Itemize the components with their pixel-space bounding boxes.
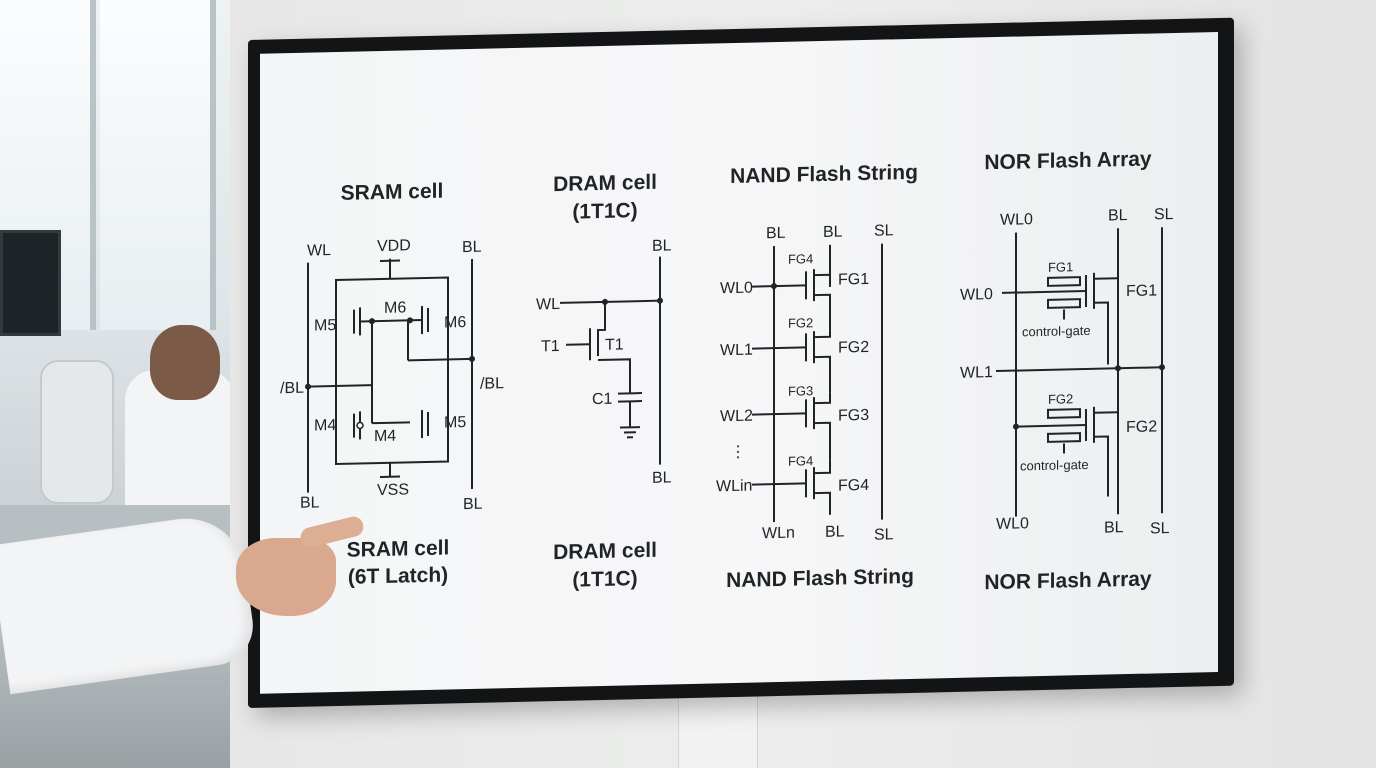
monitor: SRAM cell WL BL VDD [248, 17, 1234, 709]
sram-vss-label: VSS [377, 481, 409, 499]
nand-fg-small-label: FG2 [788, 315, 813, 331]
sram-m4-center: M4 [374, 428, 396, 446]
nor-bl-top: BL [1108, 207, 1128, 224]
sram-vdd-label: VDD [377, 237, 411, 255]
nand-wl-label: WL2 [720, 408, 753, 426]
nand-wln-bottom: WLn [762, 525, 795, 543]
nor-fg2-label: FG2 [1126, 418, 1157, 436]
nor-sl-bottom: SL [1150, 520, 1170, 537]
dram-wl-label: WL [536, 296, 560, 314]
dram-cell-diagram: DRAM cell (1T1C) BL WL T1 T1 C [536, 171, 672, 592]
nand-flash-diagram: NAND Flash String BL BL SL WL0 FG4 [716, 161, 918, 592]
nor-wl0-bottom: WL0 [996, 515, 1029, 533]
sram-m6-right: M6 [444, 314, 466, 332]
nand-bl-top-1: BL [766, 225, 786, 242]
nor-wl0-top: WL0 [1000, 211, 1033, 229]
nor-cell-1: FG1 control-gate WL0 FG1 [960, 259, 1157, 365]
dram-bl-top-label: BL [652, 237, 672, 254]
pointing-hand-icon [236, 538, 336, 616]
nor-wl1-label: WL1 [960, 364, 993, 382]
nor-wl0-mid: WL0 [960, 286, 993, 304]
dram-c1-label: C1 [592, 391, 613, 408]
nand-sl-bottom: SL [874, 526, 894, 543]
nand-fg-small-label: FG4 [788, 251, 813, 267]
nand-sl-top: SL [874, 222, 894, 239]
nand-fg-label: FG3 [838, 407, 869, 425]
microscope [40, 360, 114, 504]
nand-ellipsis: ⋮ [730, 444, 746, 461]
nand-fg-label: FG2 [838, 339, 869, 357]
monitor-screen: SRAM cell WL BL VDD [260, 31, 1218, 694]
nand-fg-small-label: FG3 [788, 383, 813, 399]
wall-mount [678, 686, 758, 768]
schematic-canvas: SRAM cell WL BL VDD [280, 147, 1174, 594]
nand-fg-label: FG1 [838, 271, 869, 289]
dram-bl-bottom-label: BL [652, 469, 672, 486]
nor-fg1-gate-label: FG1 [1048, 259, 1073, 275]
sram-title-top: SRAM cell [341, 180, 444, 205]
lab-monitor [0, 230, 61, 336]
nor-fg2-gate-label: FG2 [1048, 391, 1073, 407]
sram-title-bottom-2: (6T Latch) [348, 563, 448, 588]
nor-control-gate-label: control-gate [1022, 323, 1091, 340]
sram-cell-diagram: SRAM cell WL BL VDD [280, 180, 504, 589]
nor-flash-diagram: NOR Flash Array WL0 BL SL FG1 control-ga… [960, 147, 1174, 594]
nand-fg-small-label: FG4 [788, 453, 813, 469]
nand-bl-bottom: BL [825, 523, 845, 540]
nor-title-bottom: NOR Flash Array [984, 567, 1152, 594]
dram-wl-line [560, 299, 660, 304]
nand-cell-row: WLin FG4 FG4 [716, 453, 869, 515]
nor-cell-2: FG2 control-gate FG2 [1013, 391, 1157, 497]
nand-wl-label: WL0 [720, 280, 753, 298]
sram-m4-left: M4 [314, 417, 336, 435]
sram-m5-right: M5 [444, 414, 466, 432]
sram-title-bottom-1: SRAM cell [347, 536, 450, 561]
sram-bl-left-label: BL [300, 494, 320, 511]
nor-title-top: NOR Flash Array [984, 147, 1152, 174]
dram-title-top-2: (1T1C) [572, 199, 637, 223]
nand-cell-row: WL0 FG4 FG1 [720, 251, 869, 331]
nand-title-bottom: NAND Flash String [726, 565, 914, 592]
nor-sl-top: SL [1154, 206, 1174, 223]
sram-bl-right-bottom-label: BL [463, 496, 483, 513]
nor-wl1-line [996, 366, 1162, 373]
dram-title-bottom-1: DRAM cell [553, 539, 657, 564]
nand-cell-row: WL2 FG3 FG3 [720, 383, 869, 461]
nand-wl-label: WLin [716, 478, 752, 496]
sram-bl-right-top-label: BL [462, 239, 482, 256]
scientist-head [150, 325, 220, 400]
nand-fg-label: FG4 [838, 477, 869, 495]
dram-title-top-1: DRAM cell [553, 171, 657, 196]
nor-bl-bottom: BL [1104, 519, 1124, 536]
nand-bl-top-2: BL [823, 224, 843, 241]
nand-title-top: NAND Flash String [730, 161, 918, 188]
sram-blbar-left: /BL [280, 380, 304, 398]
sram-m6-center: M6 [384, 299, 406, 317]
nor-fg1-label: FG1 [1126, 282, 1157, 300]
lab-window [100, 0, 216, 330]
nand-wl-label: WL1 [720, 342, 753, 360]
sram-m5-left: M5 [314, 317, 336, 335]
sram-blbar-right: /BL [480, 375, 504, 393]
sram-wl-label: WL [307, 242, 331, 260]
dram-title-bottom-2: (1T1C) [572, 567, 637, 591]
dram-t1-right: T1 [605, 336, 624, 353]
dram-t1-left: T1 [541, 338, 560, 355]
nor-control-gate-label: control-gate [1020, 457, 1089, 474]
nand-cell-row: WL1 FG2 FG2 [720, 315, 869, 393]
